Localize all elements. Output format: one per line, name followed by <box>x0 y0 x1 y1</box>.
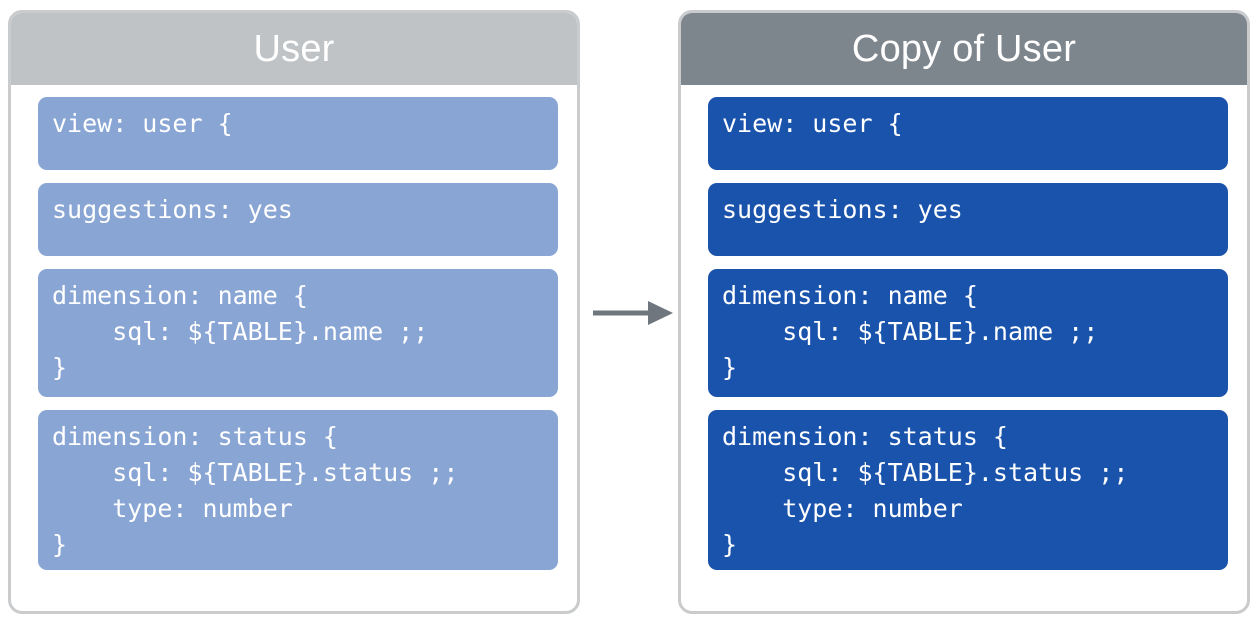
panel-original-title: User <box>11 13 577 85</box>
panel-original-body: view: user { suggestions: yes dimension:… <box>11 85 577 570</box>
code-block-dimension-status: dimension: status { sql: ${TABLE}.status… <box>708 410 1228 570</box>
panel-original-view: User view: user { suggestions: yes dimen… <box>8 10 580 614</box>
panel-copy-title: Copy of User <box>681 13 1247 85</box>
code-block-view-declaration: view: user { <box>38 97 558 170</box>
panel-copy-view: Copy of User view: user { suggestions: y… <box>678 10 1250 614</box>
code-block-dimension-name: dimension: name { sql: ${TABLE}.name ;; … <box>708 269 1228 397</box>
code-block-dimension-status: dimension: status { sql: ${TABLE}.status… <box>38 410 558 570</box>
code-block-view-declaration: view: user { <box>708 97 1228 170</box>
code-block-suggestions-parameter: suggestions: yes <box>708 183 1228 256</box>
code-block-dimension-name: dimension: name { sql: ${TABLE}.name ;; … <box>38 269 558 397</box>
panel-copy-body: view: user { suggestions: yes dimension:… <box>681 85 1247 570</box>
code-block-suggestions-parameter: suggestions: yes <box>38 183 558 256</box>
arrow-right-icon <box>592 297 674 329</box>
